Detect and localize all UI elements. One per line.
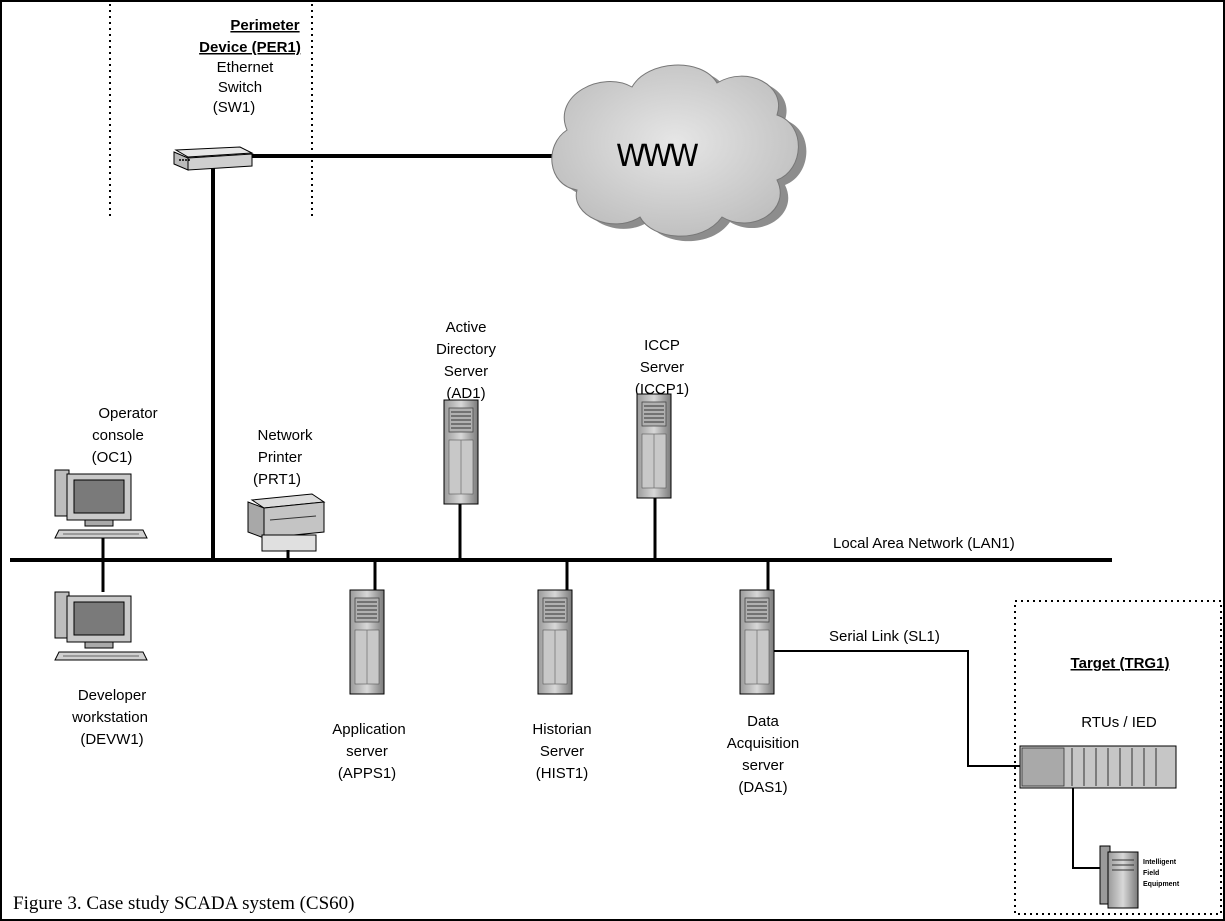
- apps1-label-line1: Application: [332, 721, 405, 738]
- intelligent-field-equipment-icon[interactable]: [1099, 845, 1139, 909]
- ethernet-switch-icon[interactable]: [173, 146, 254, 171]
- oc1-label-line3: (OC1): [92, 449, 133, 466]
- internet-cloud-icon: [551, 64, 807, 242]
- ied-link: [1072, 788, 1100, 869]
- prt1-label-line2: Printer: [258, 449, 302, 466]
- prt1-label-line1: Network: [257, 427, 313, 444]
- apps1-label-line2: server: [346, 743, 388, 760]
- das1-label-line2: Acquisition: [727, 735, 800, 752]
- ad1-label-line3: Server: [444, 363, 488, 380]
- perimeter-boundary: [109, 4, 313, 220]
- hist1-label-line1: Historian: [532, 721, 591, 738]
- ad1-label-line1: Active: [446, 319, 487, 336]
- operator-console-icon[interactable]: [54, 469, 148, 539]
- ad1-label-line4: (AD1): [446, 385, 485, 402]
- active-directory-server-icon[interactable]: [443, 399, 479, 505]
- iccp1-label-line1: ICCP: [644, 337, 680, 354]
- internet-label: WWW: [616, 139, 698, 174]
- serial-link-line: [774, 650, 1026, 767]
- perimeter-title-line1: Perimeter: [230, 17, 299, 34]
- figure-caption: Figure 3. Case study SCADA system (CS60): [13, 893, 355, 914]
- ied-label-line3: Equipment: [1143, 881, 1180, 888]
- apps1-label-line3: (APPS1): [338, 765, 396, 782]
- target-boundary: [1014, 600, 1222, 915]
- target-title: Target (TRG1): [1071, 655, 1170, 672]
- oc1-label-line1: Operator: [98, 405, 157, 422]
- devw1-label-line3: (DEVW1): [80, 731, 143, 748]
- prt1-label-line3: (PRT1): [253, 471, 301, 488]
- switch-label-line3: (SW1): [213, 99, 256, 116]
- ad1-label-line2: Directory: [436, 341, 497, 358]
- iccp1-label-line2: Server: [640, 359, 684, 376]
- devw1-label-line2: workstation: [71, 709, 148, 726]
- switch-label-line2: Switch: [218, 79, 262, 96]
- hist1-label-line2: Server: [540, 743, 584, 760]
- historian-server-icon[interactable]: [537, 589, 573, 695]
- das1-label-line3: server: [742, 757, 784, 774]
- serial-link-label: Serial Link (SL1): [829, 628, 940, 645]
- application-server-icon[interactable]: [349, 589, 385, 695]
- ied-label-line1: Intelligent: [1143, 859, 1177, 866]
- data-acquisition-server-icon[interactable]: [739, 589, 775, 695]
- hist1-label-line3: (HIST1): [536, 765, 589, 782]
- iccp-server-icon[interactable]: [636, 393, 672, 499]
- lan-label: Local Area Network (LAN1): [833, 535, 1015, 552]
- developer-workstation-icon[interactable]: [54, 591, 148, 661]
- network-printer-icon[interactable]: [247, 493, 326, 552]
- das1-label-line4: (DAS1): [738, 779, 787, 796]
- perimeter-title-line2: Device (PER1): [199, 39, 301, 56]
- oc1-label-line2: console: [92, 427, 144, 444]
- rtu-rack-icon[interactable]: [1019, 745, 1177, 789]
- das1-label-line1: Data: [747, 713, 779, 730]
- ied-label-line2: Field: [1143, 870, 1159, 877]
- switch-label-line1: Ethernet: [217, 59, 275, 76]
- devw1-label-line1: Developer: [78, 687, 146, 704]
- rtu-label: RTUs / IED: [1081, 714, 1157, 731]
